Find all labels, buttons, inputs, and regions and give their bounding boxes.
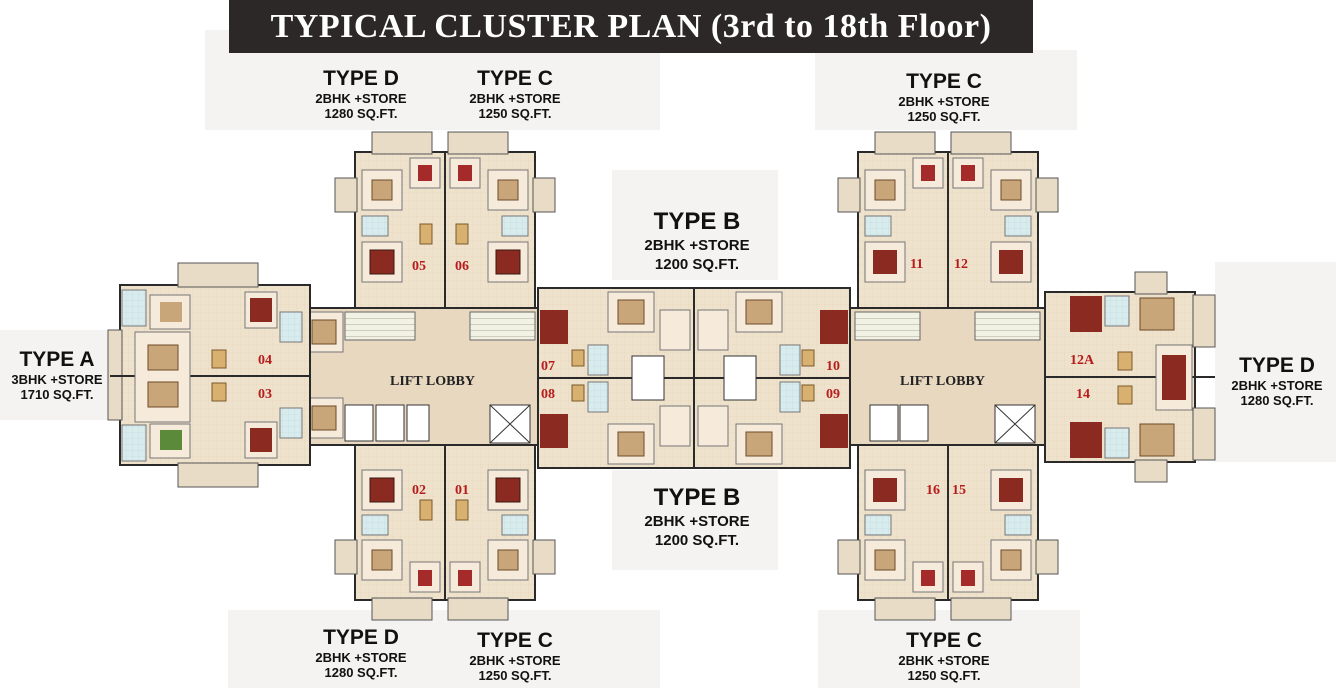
unit-type: TYPE C <box>906 70 982 93</box>
unit-area: 1250 SQ.FT. <box>907 109 981 124</box>
label-backdrop-mid-top <box>612 170 778 280</box>
label-top-type-c-left: TYPE C 2BHK +STORE 1250 SQ.FT. <box>454 67 576 121</box>
unit-config: 2BHK +STORE <box>469 653 561 668</box>
unit-config: 2BHK +STORE <box>315 91 407 106</box>
label-top-type-c-right: TYPE C 2BHK +STORE 1250 SQ.FT. <box>883 70 1005 124</box>
label-backdrop-bottom-left <box>228 610 660 688</box>
label-bottom-type-c-right: TYPE C 2BHK +STORE 1250 SQ.FT. <box>883 629 1005 683</box>
unit-config: 2BHK +STORE <box>898 653 990 668</box>
unit-number: 09 <box>826 387 840 402</box>
unit-config: 2BHK +STORE <box>315 650 407 665</box>
unit-area: 1250 SQ.FT. <box>478 106 552 121</box>
label-mid-type-b-top: TYPE B 2BHK +STORE 1200 SQ.FT. <box>622 208 772 274</box>
unit-number: 12 <box>954 257 968 272</box>
unit-type: TYPE D <box>1239 354 1315 377</box>
unit-number: 03 <box>258 387 272 402</box>
unit-area: 1200 SQ.FT. <box>654 256 740 273</box>
unit-config: 2BHK +STORE <box>644 513 750 530</box>
unit-number: 10 <box>826 359 840 374</box>
label-bottom-type-c-left: TYPE C 2BHK +STORE 1250 SQ.FT. <box>454 629 576 683</box>
unit-number: 08 <box>541 387 555 402</box>
unit-number: 11 <box>910 257 923 272</box>
unit-number: 01 <box>455 483 469 498</box>
page-title: TYPICAL CLUSTER PLAN (3rd to 18th Floor) <box>270 7 992 45</box>
label-backdrop-top-right <box>815 50 1077 130</box>
label-mid-type-b-bottom: TYPE B 2BHK +STORE 1200 SQ.FT. <box>622 484 772 550</box>
unit-number: 14 <box>1076 387 1090 402</box>
label-backdrop-mid-bottom <box>612 470 778 570</box>
unit-type: TYPE D <box>323 67 399 90</box>
unit-type: TYPE C <box>477 67 553 90</box>
unit-config: 2BHK +STORE <box>644 237 750 254</box>
lift-lobby-label: LIFT LOBBY <box>900 374 985 389</box>
unit-number: 02 <box>412 483 426 498</box>
unit-area: 1280 SQ.FT. <box>324 665 398 680</box>
label-top-type-d: TYPE D 2BHK +STORE 1280 SQ.FT. <box>300 67 422 121</box>
label-left-type-a: TYPE A 3BHK +STORE 1710 SQ.FT. <box>0 348 114 402</box>
unit-area: 1280 SQ.FT. <box>1240 393 1314 408</box>
label-backdrop-bottom-right <box>818 610 1080 688</box>
unit-config: 2BHK +STORE <box>469 91 561 106</box>
unit-type: TYPE B <box>653 484 741 511</box>
unit-number: 04 <box>258 353 272 368</box>
unit-number: 05 <box>412 259 426 274</box>
label-backdrop-left <box>0 330 115 420</box>
label-right-type-d: TYPE D 2BHK +STORE 1280 SQ.FT. <box>1218 354 1336 408</box>
unit-number: 15 <box>952 483 966 498</box>
unit-number: 12A <box>1070 353 1095 368</box>
unit-area: 1250 SQ.FT. <box>907 668 981 683</box>
unit-type: TYPE C <box>477 629 553 652</box>
unit-config: 2BHK +STORE <box>1231 378 1323 393</box>
unit-type: TYPE B <box>653 208 741 235</box>
label-backdrop-right <box>1215 262 1336 462</box>
unit-area: 1200 SQ.FT. <box>654 532 740 549</box>
label-bottom-type-d: TYPE D 2BHK +STORE 1280 SQ.FT. <box>300 626 422 680</box>
unit-area: 1250 SQ.FT. <box>478 668 552 683</box>
unit-number: 06 <box>455 259 469 274</box>
unit-config: 2BHK +STORE <box>898 94 990 109</box>
lift-lobby-label: LIFT LOBBY <box>390 374 475 389</box>
unit-number: 07 <box>541 359 555 374</box>
unit-type: TYPE A <box>19 348 95 371</box>
title-bar: TYPICAL CLUSTER PLAN (3rd to 18th Floor) <box>229 0 1033 53</box>
unit-number: 16 <box>926 483 940 498</box>
unit-type: TYPE D <box>323 626 399 649</box>
unit-config: 3BHK +STORE <box>11 372 103 387</box>
unit-area: 1710 SQ.FT. <box>20 387 94 402</box>
unit-area: 1280 SQ.FT. <box>324 106 398 121</box>
unit-type: TYPE C <box>906 629 982 652</box>
